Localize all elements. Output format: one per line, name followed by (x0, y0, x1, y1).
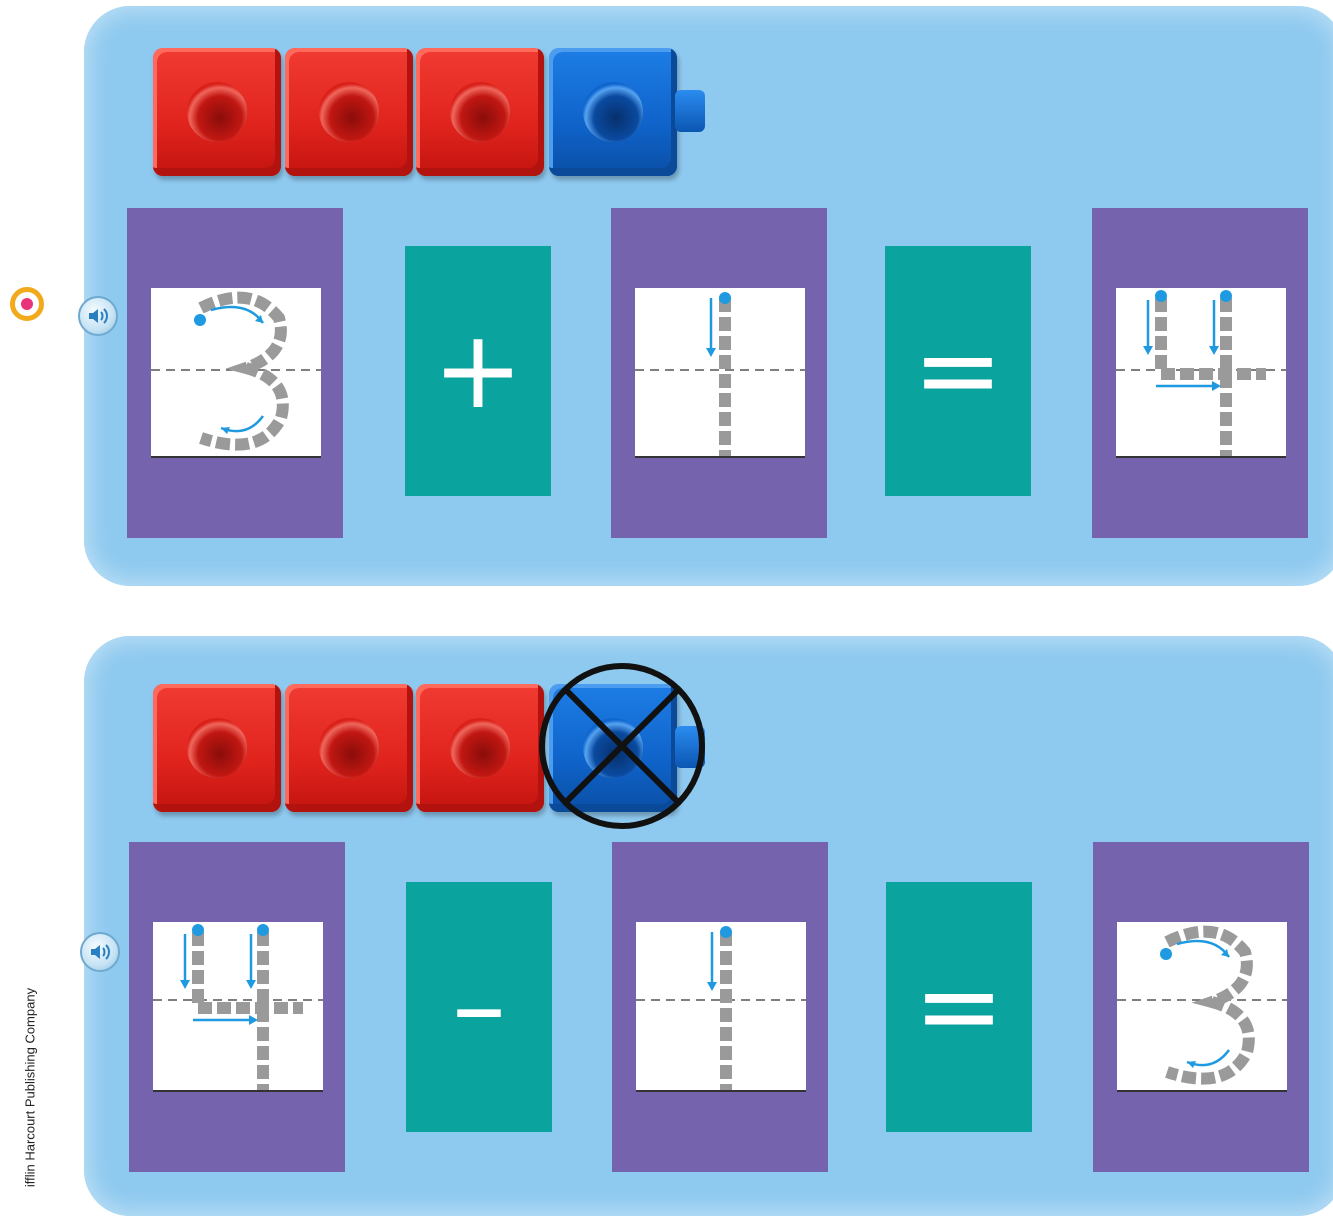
equals-symbol: = (913, 944, 1005, 1069)
operator-card-equals: = (885, 246, 1031, 496)
red-cube (153, 684, 281, 812)
speaker-icon[interactable] (78, 296, 118, 336)
red-cube (285, 48, 413, 176)
number-card-first (127, 208, 343, 538)
speaker-icon[interactable] (80, 932, 120, 972)
blue-cube (549, 48, 705, 176)
trace-digit-four (153, 922, 323, 1092)
trace-digit-four (1116, 288, 1286, 458)
record-dot-icon[interactable] (10, 287, 44, 321)
cross-out-icon (539, 663, 705, 829)
number-card-result (1093, 842, 1309, 1172)
red-cube (416, 48, 544, 176)
number-card-result (1092, 208, 1308, 538)
trace-digit-one (636, 922, 806, 1092)
red-cube (153, 48, 281, 176)
trace-digit-three (151, 288, 321, 458)
operator-card-minus: – (406, 882, 552, 1132)
number-card-second (612, 842, 828, 1172)
publisher-credit: ifflin Harcourt Publishing Company (22, 987, 38, 1188)
number-card-first (129, 842, 345, 1172)
operator-card-equals: = (886, 882, 1032, 1132)
equals-symbol: = (912, 308, 1004, 433)
trace-digit-one (635, 288, 805, 458)
blue-cube (549, 684, 705, 812)
operator-card-plus: + (405, 246, 551, 496)
number-card-second (611, 208, 827, 538)
red-cube (416, 684, 544, 812)
trace-digit-three (1117, 922, 1287, 1092)
red-cube (285, 684, 413, 812)
operator-symbol: + (432, 308, 524, 433)
operator-symbol: – (452, 944, 506, 1069)
